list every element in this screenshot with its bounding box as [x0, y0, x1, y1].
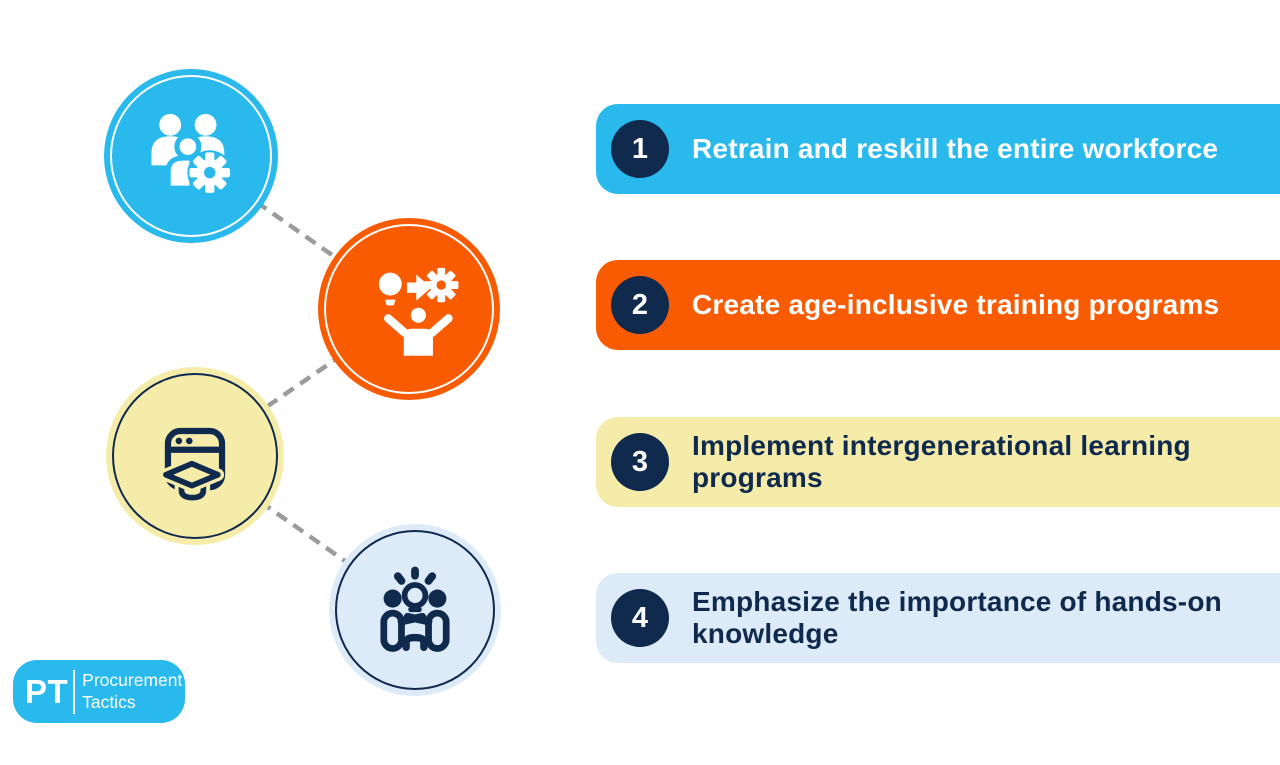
step-3-icon-circle [106, 367, 284, 545]
step-1-banner: 1 Retrain and reskill the entire workfor… [596, 104, 1280, 194]
step-number-text: 2 [631, 288, 649, 321]
logo-name: Procurement Tactics [82, 670, 182, 713]
logo-name-line2: Tactics [82, 691, 136, 712]
step-2-number-badge: 2 [611, 276, 669, 334]
step-1-number-badge: 1 [611, 120, 669, 178]
logo-abbreviation: PT [25, 672, 69, 710]
team-gear-icon [151, 113, 233, 195]
procurement-tactics-logo: PT Procurement Tactics [13, 660, 185, 723]
step-1-label: Retrain and reskill the entire workforce [692, 133, 1219, 165]
step-4-icon-circle [329, 524, 501, 696]
step-3-number-badge: 3 [611, 433, 669, 491]
knowledge-sharing-icon [380, 566, 450, 652]
step-2-banner: 2 Create age-inclusive training programs [596, 260, 1280, 350]
step-4-banner: 4 Emphasize the importance of hands-on k… [596, 573, 1280, 663]
step-4-number-badge: 4 [611, 589, 669, 647]
step-number-text: 3 [631, 445, 649, 478]
online-learning-icon [159, 427, 226, 505]
step-1-icon-circle [104, 69, 278, 243]
idea-implementation-icon [378, 267, 459, 356]
step-3-banner: 3 Implement intergenerational learning p… [596, 417, 1280, 507]
step-number-text: 1 [631, 132, 649, 165]
step-4-label: Emphasize the importance of hands-on kno… [692, 586, 1222, 649]
logo-divider [73, 669, 76, 714]
step-3-label: Implement intergenerational learning pro… [692, 430, 1191, 493]
logo-name-line1: Procurement [82, 670, 183, 691]
step-2-icon-circle [318, 218, 500, 400]
step-2-label: Create age-inclusive training programs [692, 289, 1220, 321]
step-number-text: 4 [631, 601, 649, 634]
